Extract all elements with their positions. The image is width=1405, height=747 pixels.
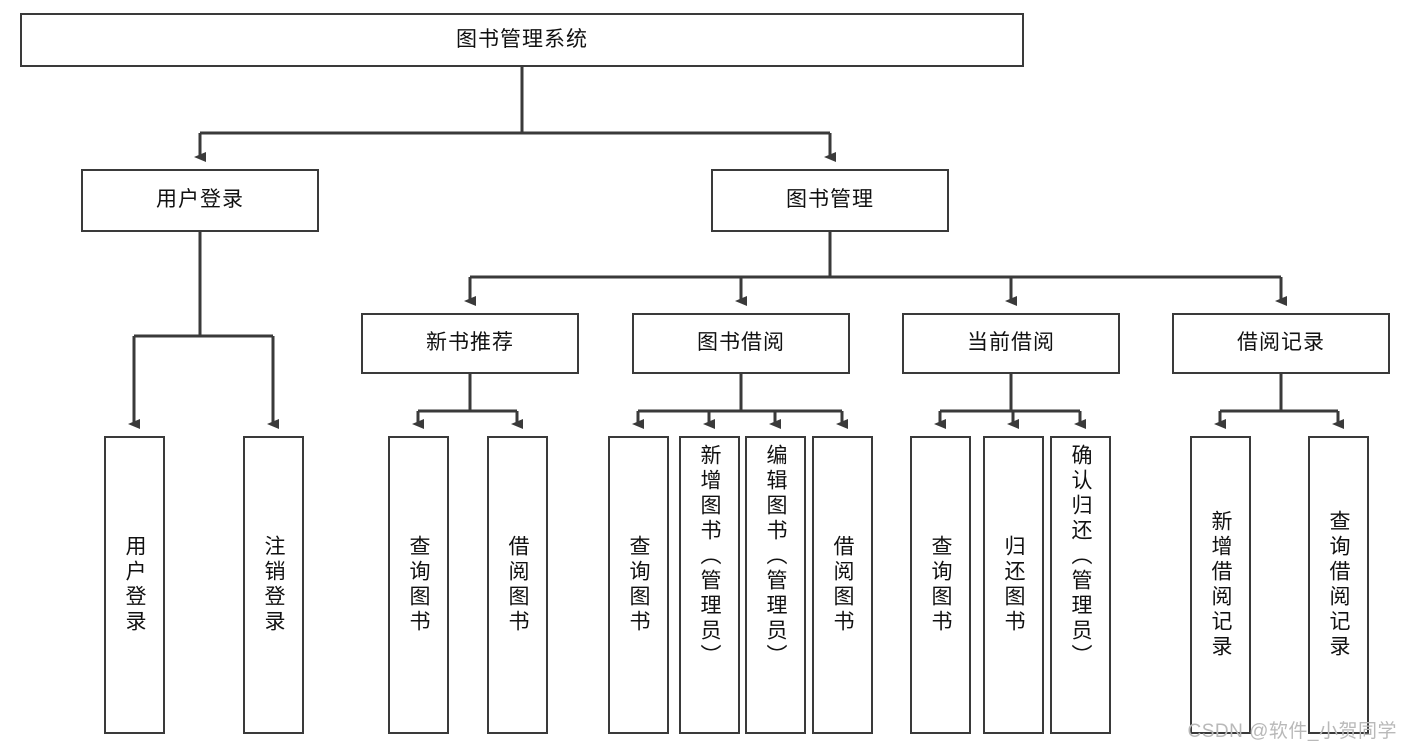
node-leaf-query-book-recommend[interactable]: 查询图书: [388, 436, 449, 734]
node-leaf-logout[interactable]: 注销登录: [243, 436, 304, 734]
node-label: 用户登录: [123, 535, 147, 635]
node-current-borrow[interactable]: 当前借阅: [902, 313, 1120, 374]
node-book-manage[interactable]: 图书管理: [711, 169, 949, 232]
node-leaf-add-borrow-record[interactable]: 新增借阅记录: [1190, 436, 1251, 734]
node-label: 归还图书: [1002, 535, 1026, 635]
node-root-system[interactable]: 图书管理系统: [20, 13, 1024, 67]
node-label: 图书借阅: [697, 331, 785, 355]
node-leaf-confirm-return-admin[interactable]: 确认归还（管理员）: [1050, 436, 1111, 734]
node-book-borrow[interactable]: 图书借阅: [632, 313, 850, 374]
csdn-watermark: CSDN @软件_小贺同学: [1187, 721, 1397, 742]
node-leaf-query-book-borrow[interactable]: 查询图书: [608, 436, 669, 734]
node-label: 确认归还（管理员）: [1069, 444, 1093, 669]
node-label: 新书推荐: [426, 331, 514, 355]
node-label: 查询图书: [627, 535, 651, 635]
node-user-login[interactable]: 用户登录: [81, 169, 319, 232]
node-label: 编辑图书（管理员）: [764, 444, 788, 669]
node-label: 查询图书: [407, 535, 431, 635]
node-leaf-user-login[interactable]: 用户登录: [104, 436, 165, 734]
node-borrow-record[interactable]: 借阅记录: [1172, 313, 1390, 374]
node-label: 图书管理: [786, 188, 874, 212]
node-label: 新增借阅记录: [1209, 510, 1233, 660]
node-label: 用户登录: [156, 188, 244, 212]
node-label: 借阅记录: [1237, 331, 1325, 355]
node-leaf-query-book-current[interactable]: 查询图书: [910, 436, 971, 734]
node-leaf-query-borrow-record[interactable]: 查询借阅记录: [1308, 436, 1369, 734]
node-leaf-edit-book-admin[interactable]: 编辑图书（管理员）: [745, 436, 806, 734]
node-label: 新增图书（管理员）: [698, 444, 722, 669]
node-new-book-recommend[interactable]: 新书推荐: [361, 313, 579, 374]
node-leaf-add-book-admin[interactable]: 新增图书（管理员）: [679, 436, 740, 734]
node-leaf-borrow-book[interactable]: 借阅图书: [812, 436, 873, 734]
node-label: 查询图书: [929, 535, 953, 635]
node-label: 借阅图书: [506, 535, 530, 635]
node-label: 注销登录: [262, 535, 286, 635]
node-label: 查询借阅记录: [1327, 510, 1351, 660]
node-leaf-borrow-book-recommend[interactable]: 借阅图书: [487, 436, 548, 734]
node-leaf-return-book[interactable]: 归还图书: [983, 436, 1044, 734]
node-label: 图书管理系统: [456, 27, 588, 51]
node-label: 当前借阅: [967, 331, 1055, 355]
node-label: 借阅图书: [831, 535, 855, 635]
